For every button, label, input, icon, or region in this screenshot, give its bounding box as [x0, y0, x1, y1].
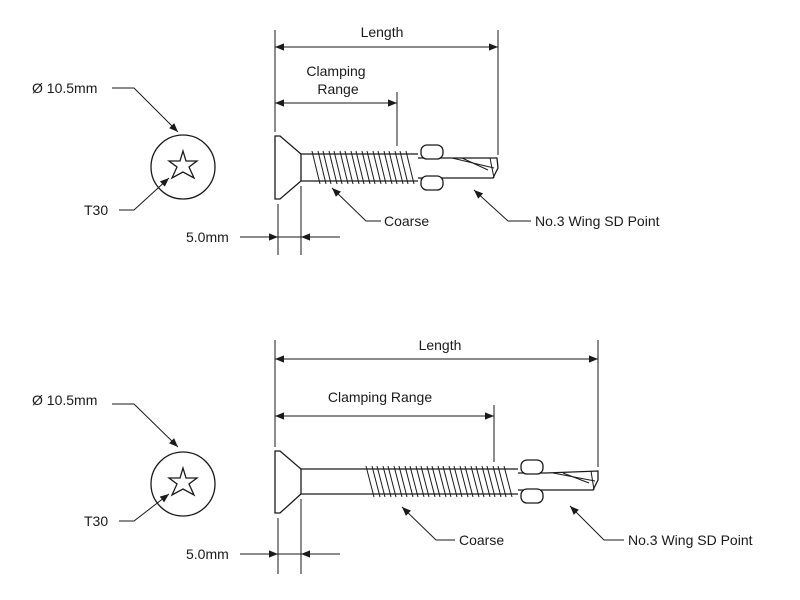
head-diameter-callout: Ø 10.5mm	[32, 80, 179, 133]
head-top-view	[150, 134, 216, 200]
screw-side-view	[274, 450, 599, 514]
screw-drawing-1: Ø 10.5mm T30	[32, 24, 660, 255]
wing	[420, 144, 444, 160]
thread-label: Coarse	[459, 532, 504, 548]
head-top-view	[150, 451, 216, 517]
screw-side-view	[274, 135, 499, 200]
drive-label: T30	[84, 202, 108, 218]
point-callout: No.3 Wing SD Point	[473, 189, 660, 229]
clamping-range-dimension: Clamping Range	[275, 63, 398, 146]
drive-callout: T30	[84, 493, 170, 529]
head-diameter-label: Ø 10.5mm	[32, 80, 97, 96]
thread-callout: Coarse	[331, 187, 429, 229]
wing	[420, 175, 444, 191]
thread-callout: Coarse	[401, 506, 504, 548]
length-dimension: Length	[274, 337, 599, 467]
point-label: No.3 Wing SD Point	[628, 532, 753, 548]
head-height-label: 5.0mm	[186, 546, 229, 562]
length-label: Length	[361, 24, 404, 40]
point-callout: No.3 Wing SD Point	[569, 505, 753, 548]
screw-drawing-2: Ø 10.5mm T30	[32, 337, 753, 574]
clamping-range-label-line2: Range	[317, 81, 358, 97]
head-height-dimension: 5.0mm	[186, 186, 340, 255]
thread	[365, 465, 513, 498]
wing	[520, 459, 544, 475]
drive-callout: T30	[84, 177, 170, 218]
thread	[311, 150, 415, 185]
clamping-range-label: Clamping Range	[328, 389, 432, 405]
length-label: Length	[419, 337, 462, 353]
head-diameter-callout: Ø 10.5mm	[32, 392, 179, 448]
head-height-dimension: 5.0mm	[186, 499, 340, 574]
wing	[520, 488, 544, 504]
clamping-range-dimension: Clamping Range	[275, 389, 495, 462]
drive-label: T30	[84, 513, 108, 529]
head-diameter-label: Ø 10.5mm	[32, 392, 97, 408]
head-height-label: 5.0mm	[186, 229, 229, 245]
thread-label: Coarse	[384, 213, 429, 229]
length-dimension: Length	[274, 24, 499, 155]
point-label: No.3 Wing SD Point	[535, 213, 660, 229]
clamping-range-label-line1: Clamping	[306, 63, 365, 79]
